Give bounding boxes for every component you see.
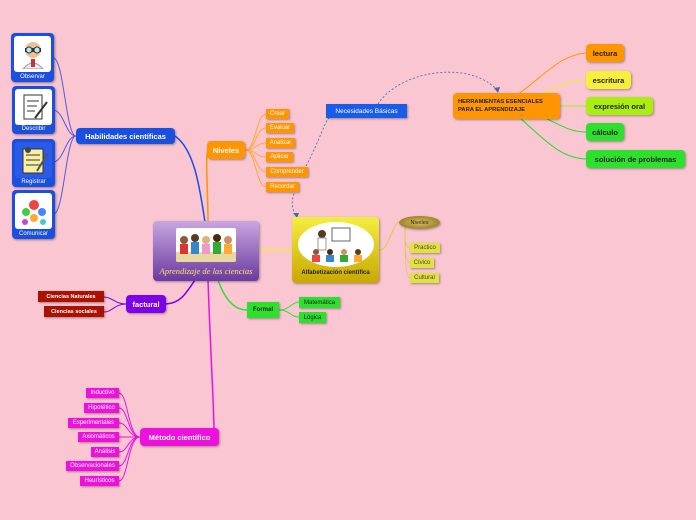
formal-node[interactable]: Formal bbox=[247, 302, 279, 318]
nivel-evaluar[interactable]: Evaluar bbox=[266, 123, 294, 133]
herramienta-solucion-problemas[interactable]: solución de problemas bbox=[586, 150, 685, 168]
metodo-experimentales-label: Experimentales bbox=[72, 420, 115, 426]
nivel-analizar-label: Analizar bbox=[269, 140, 292, 146]
metodo-heuristicos-label: Heurísticos bbox=[84, 478, 115, 484]
ciencias-sociales[interactable]: Ciencias sociales bbox=[44, 306, 104, 317]
alfabetizacion-niveles-label: Niveles bbox=[410, 219, 429, 226]
nivel-practico-label: Practico bbox=[414, 245, 436, 251]
habilidad-registrar-label: Registrar bbox=[21, 179, 46, 185]
herramienta-solucion-problemas-label: solución de problemas bbox=[594, 154, 677, 164]
herramienta-lectura[interactable]: lectura bbox=[586, 44, 624, 62]
herramienta-expresion-oral[interactable]: expresión oral bbox=[586, 97, 653, 115]
ciencias-sociales-label: Ciencias sociales bbox=[51, 308, 97, 315]
necesidades-basicas-node[interactable]: Necesidades Básicas bbox=[326, 104, 407, 118]
metodo-heuristicos[interactable]: Heurísticos bbox=[80, 476, 119, 486]
nivel-crear-label: Crear bbox=[269, 111, 285, 117]
habilidad-observar-label: Observar bbox=[20, 74, 45, 80]
metodo-observacionales[interactable]: Observacionales bbox=[66, 461, 119, 471]
ciencias-naturales[interactable]: Ciencias Naturales bbox=[38, 291, 104, 302]
children-group-icon bbox=[176, 228, 236, 262]
herramientas-node[interactable]: HERRAMIENTAS ESENCIALES PARA EL APRENDIZ… bbox=[453, 93, 560, 119]
nivel-comprender-label: Comprender bbox=[270, 169, 304, 175]
alfabetizacion-node[interactable]: Alfabetización científica bbox=[292, 217, 379, 283]
habilidad-describir-label: Describir bbox=[21, 126, 46, 132]
ciencias-naturales-label: Ciencias Naturales bbox=[46, 293, 96, 300]
central-topic-title: Aprendizaje de las ciencias bbox=[159, 266, 253, 276]
habilidades-cientificas-node[interactable]: Habilidades científicas bbox=[76, 128, 175, 144]
metodo-observacionales-label: Observacionales bbox=[70, 463, 115, 469]
nivel-recordar[interactable]: Recordar bbox=[266, 182, 299, 192]
metodo-axiomaticos[interactable]: Axiomáticos bbox=[78, 432, 119, 442]
habilidad-registrar[interactable]: Registrar bbox=[12, 139, 55, 187]
metodo-hipotetico-label: Hipotético bbox=[88, 405, 115, 411]
metodo-analisis-label: Análisis bbox=[94, 449, 116, 455]
formal-logica-label: Lógica bbox=[303, 314, 322, 321]
nivel-comprender[interactable]: Comprender bbox=[266, 167, 308, 177]
scientist-icon bbox=[14, 36, 51, 72]
nivel-aplicar[interactable]: Aplicar bbox=[266, 152, 293, 162]
herramienta-escritura-label: escritura bbox=[592, 75, 625, 85]
habilidad-comunicar-label: Comunicar bbox=[18, 231, 48, 237]
nivel-analizar[interactable]: Analizar bbox=[266, 138, 295, 148]
alfabetizacion-label: Alfabetización científica bbox=[301, 270, 370, 276]
nivel-evaluar-label: Evaluar bbox=[269, 125, 291, 131]
classroom-icon bbox=[311, 227, 362, 262]
habilidad-comunicar[interactable]: Comunicar bbox=[12, 190, 55, 239]
factural-node[interactable]: factural bbox=[126, 295, 166, 313]
formal-matematica-label: Matemática bbox=[303, 299, 335, 306]
metodo-analisis[interactable]: Análisis bbox=[91, 447, 119, 457]
nivel-recordar-label: Recordar bbox=[270, 184, 295, 190]
factural-label: factural bbox=[132, 299, 160, 309]
metodo-inductivo[interactable]: Inductivo bbox=[86, 388, 119, 398]
nivel-civico-label: Cívico bbox=[413, 260, 431, 266]
nivel-practico[interactable]: Practico bbox=[410, 243, 440, 253]
metodo-inductivo-label: Inductivo bbox=[90, 390, 115, 396]
formal-logica[interactable]: Lógica bbox=[299, 312, 326, 323]
habilidad-describir[interactable]: Describir bbox=[12, 86, 55, 134]
niveles-label: Niveles bbox=[212, 145, 240, 155]
formal-label: Formal bbox=[252, 307, 273, 313]
nivel-civico[interactable]: Cívico bbox=[410, 258, 434, 268]
metodo-cientifico-node[interactable]: Método científico bbox=[140, 428, 219, 446]
herramienta-expresion-oral-label: expresión oral bbox=[593, 101, 646, 111]
central-topic[interactable]: Aprendizaje de las ciencias bbox=[153, 221, 259, 281]
notepad-icon bbox=[15, 142, 52, 178]
nivel-aplicar-label: Aplicar bbox=[270, 154, 289, 160]
nivel-crear[interactable]: Crear bbox=[266, 109, 289, 119]
metodo-axiomaticos-label: Axiomáticos bbox=[82, 434, 115, 440]
metodo-hipotetico[interactable]: Hipotético bbox=[84, 403, 119, 413]
writing-icon bbox=[15, 89, 52, 125]
necesidades-label: Necesidades Básicas bbox=[335, 107, 398, 115]
niveles-node[interactable]: Niveles bbox=[207, 141, 245, 159]
people-icon bbox=[15, 193, 52, 229]
nivel-cultural[interactable]: Cultural bbox=[410, 273, 439, 283]
alfabetizacion-niveles-pill[interactable]: Niveles bbox=[399, 216, 440, 229]
formal-matematica[interactable]: Matemática bbox=[299, 297, 340, 308]
herramienta-calculo-label: cálculo bbox=[592, 127, 618, 137]
herramienta-escritura[interactable]: escritura bbox=[586, 71, 631, 89]
classroom-image bbox=[297, 222, 374, 267]
metodo-experimentales[interactable]: Experimentales bbox=[68, 418, 119, 428]
habilidades-label: Habilidades científicas bbox=[85, 131, 166, 141]
nivel-cultural-label: Cultural bbox=[414, 275, 435, 281]
habilidad-observar[interactable]: Observar bbox=[11, 33, 54, 82]
herramienta-calculo[interactable]: cálculo bbox=[586, 123, 624, 141]
metodo-label: Método científico bbox=[148, 432, 211, 442]
herramientas-label: HERRAMIENTAS ESENCIALES PARA EL APRENDIZ… bbox=[458, 99, 543, 113]
herramienta-lectura-label: lectura bbox=[592, 48, 618, 58]
